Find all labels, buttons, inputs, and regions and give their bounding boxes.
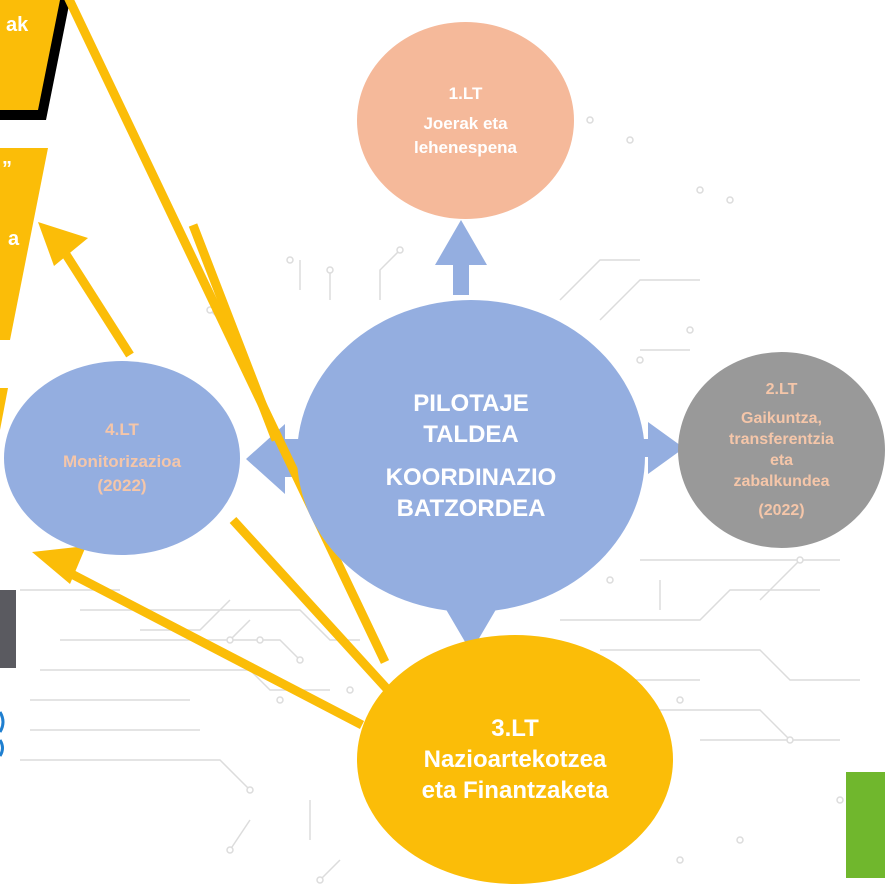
circuit-trace (379, 249, 401, 300)
circuit-node (836, 796, 844, 804)
circuit-trace (559, 259, 640, 301)
circuit-trace (229, 819, 251, 851)
top-left-panel (0, 0, 60, 110)
circuit-node (586, 116, 594, 124)
circuit-node (226, 636, 234, 644)
circuit-node (276, 696, 284, 704)
line-to-middle-panel (56, 242, 134, 358)
lt2-year: (2022) (758, 502, 805, 519)
arrow-to-lt4 (246, 424, 306, 494)
circuit-node (256, 636, 264, 644)
lt2-title-line1: Gaikuntza, (741, 410, 822, 427)
lt2-title-line3: eta (769, 452, 794, 469)
circuit-trace (600, 649, 860, 681)
quote-mark-text: ” (2, 158, 12, 180)
circuit-trace (229, 619, 251, 641)
lt2-title-line4: zabalkundea (733, 473, 830, 490)
circuit-node (696, 186, 704, 194)
circuit-node (636, 356, 644, 364)
circuit-trace (60, 639, 301, 661)
line-lt3-to-lt4 (229, 516, 392, 694)
circuit-node (676, 696, 684, 704)
circuit-trace (20, 759, 251, 791)
node-lt4-monitoring: 4.LT Monitorizazioa (2022) (4, 361, 240, 555)
left-panels (0, 0, 70, 757)
circuit-node (296, 656, 304, 664)
lt3-title-line1: Nazioartekotzea (423, 746, 607, 773)
circuit-node (796, 556, 804, 564)
circuit-node (686, 326, 694, 334)
pilot-line2: TALDEA (423, 421, 519, 448)
circuit-node (626, 136, 634, 144)
node-pilot-group: PILOTAJE TALDEA KOORDINAZIO BATZORDEA (297, 300, 645, 612)
lt3-title-line2: eta Finantzaketa (421, 777, 609, 804)
lt1-number: 1.LT (448, 83, 483, 103)
circuit-node (786, 736, 794, 744)
pilot-line3: KOORDINAZIO (385, 464, 557, 491)
circuit-node (726, 196, 734, 204)
green-accent-block (846, 772, 885, 878)
circuit-node (396, 246, 404, 254)
lt1-title-line1: Joerak eta (423, 113, 508, 133)
circuit-node (346, 686, 354, 694)
node-lt2-training: 2.LT Gaikuntza, transferentzia eta zabal… (678, 352, 885, 548)
lt2-title-line2: transferentzia (729, 431, 834, 448)
circuit-trace (640, 709, 791, 741)
pilot-line1: PILOTAJE (413, 390, 529, 417)
circuit-node (676, 856, 684, 864)
circuit-node (606, 576, 614, 584)
circuit-trace (319, 859, 341, 881)
logo-fragment-blue (0, 711, 5, 757)
top-left-panel-text: ak (6, 14, 29, 36)
pilot-line4: BATZORDEA (396, 495, 546, 522)
lt4-number: 4.LT (105, 420, 139, 439)
lt3-number: 3.LT (491, 715, 539, 742)
line-to-left-panel (188, 223, 281, 442)
node-lt3-internationalization: 3.LT Nazioartekotzea eta Finantzaketa (357, 635, 673, 884)
circuit-node (316, 876, 324, 884)
arrowhead-lt4 (32, 546, 86, 584)
middle-left-panel (0, 148, 48, 340)
circuit-node (736, 836, 744, 844)
arrowhead-middle-panel (38, 222, 88, 266)
lt4-year: (2022) (97, 476, 147, 495)
lower-left-panel (0, 388, 8, 430)
circuit-node (226, 846, 234, 854)
circuit-trace (759, 559, 801, 601)
arrow-to-lt1 (435, 220, 487, 295)
lt1-title-line2: lehenespena (414, 137, 517, 157)
middle-left-panel-text: a (8, 228, 20, 250)
arrow-to-lt2 (638, 422, 684, 474)
lt2-number: 2.LT (765, 381, 798, 398)
circuit-trace (140, 599, 231, 631)
circuit-trace (599, 279, 700, 321)
circuit-node (286, 256, 294, 264)
node-lt1-trends: 1.LT Joerak eta lehenespena (357, 22, 574, 219)
lt4-title: Monitorizazioa (62, 452, 182, 471)
logo-fragment-dark (0, 590, 16, 668)
line-lt3-to-arrow (57, 564, 365, 729)
circuit-trace (560, 589, 820, 621)
circuit-node (246, 786, 254, 794)
circuit-node (326, 266, 334, 274)
